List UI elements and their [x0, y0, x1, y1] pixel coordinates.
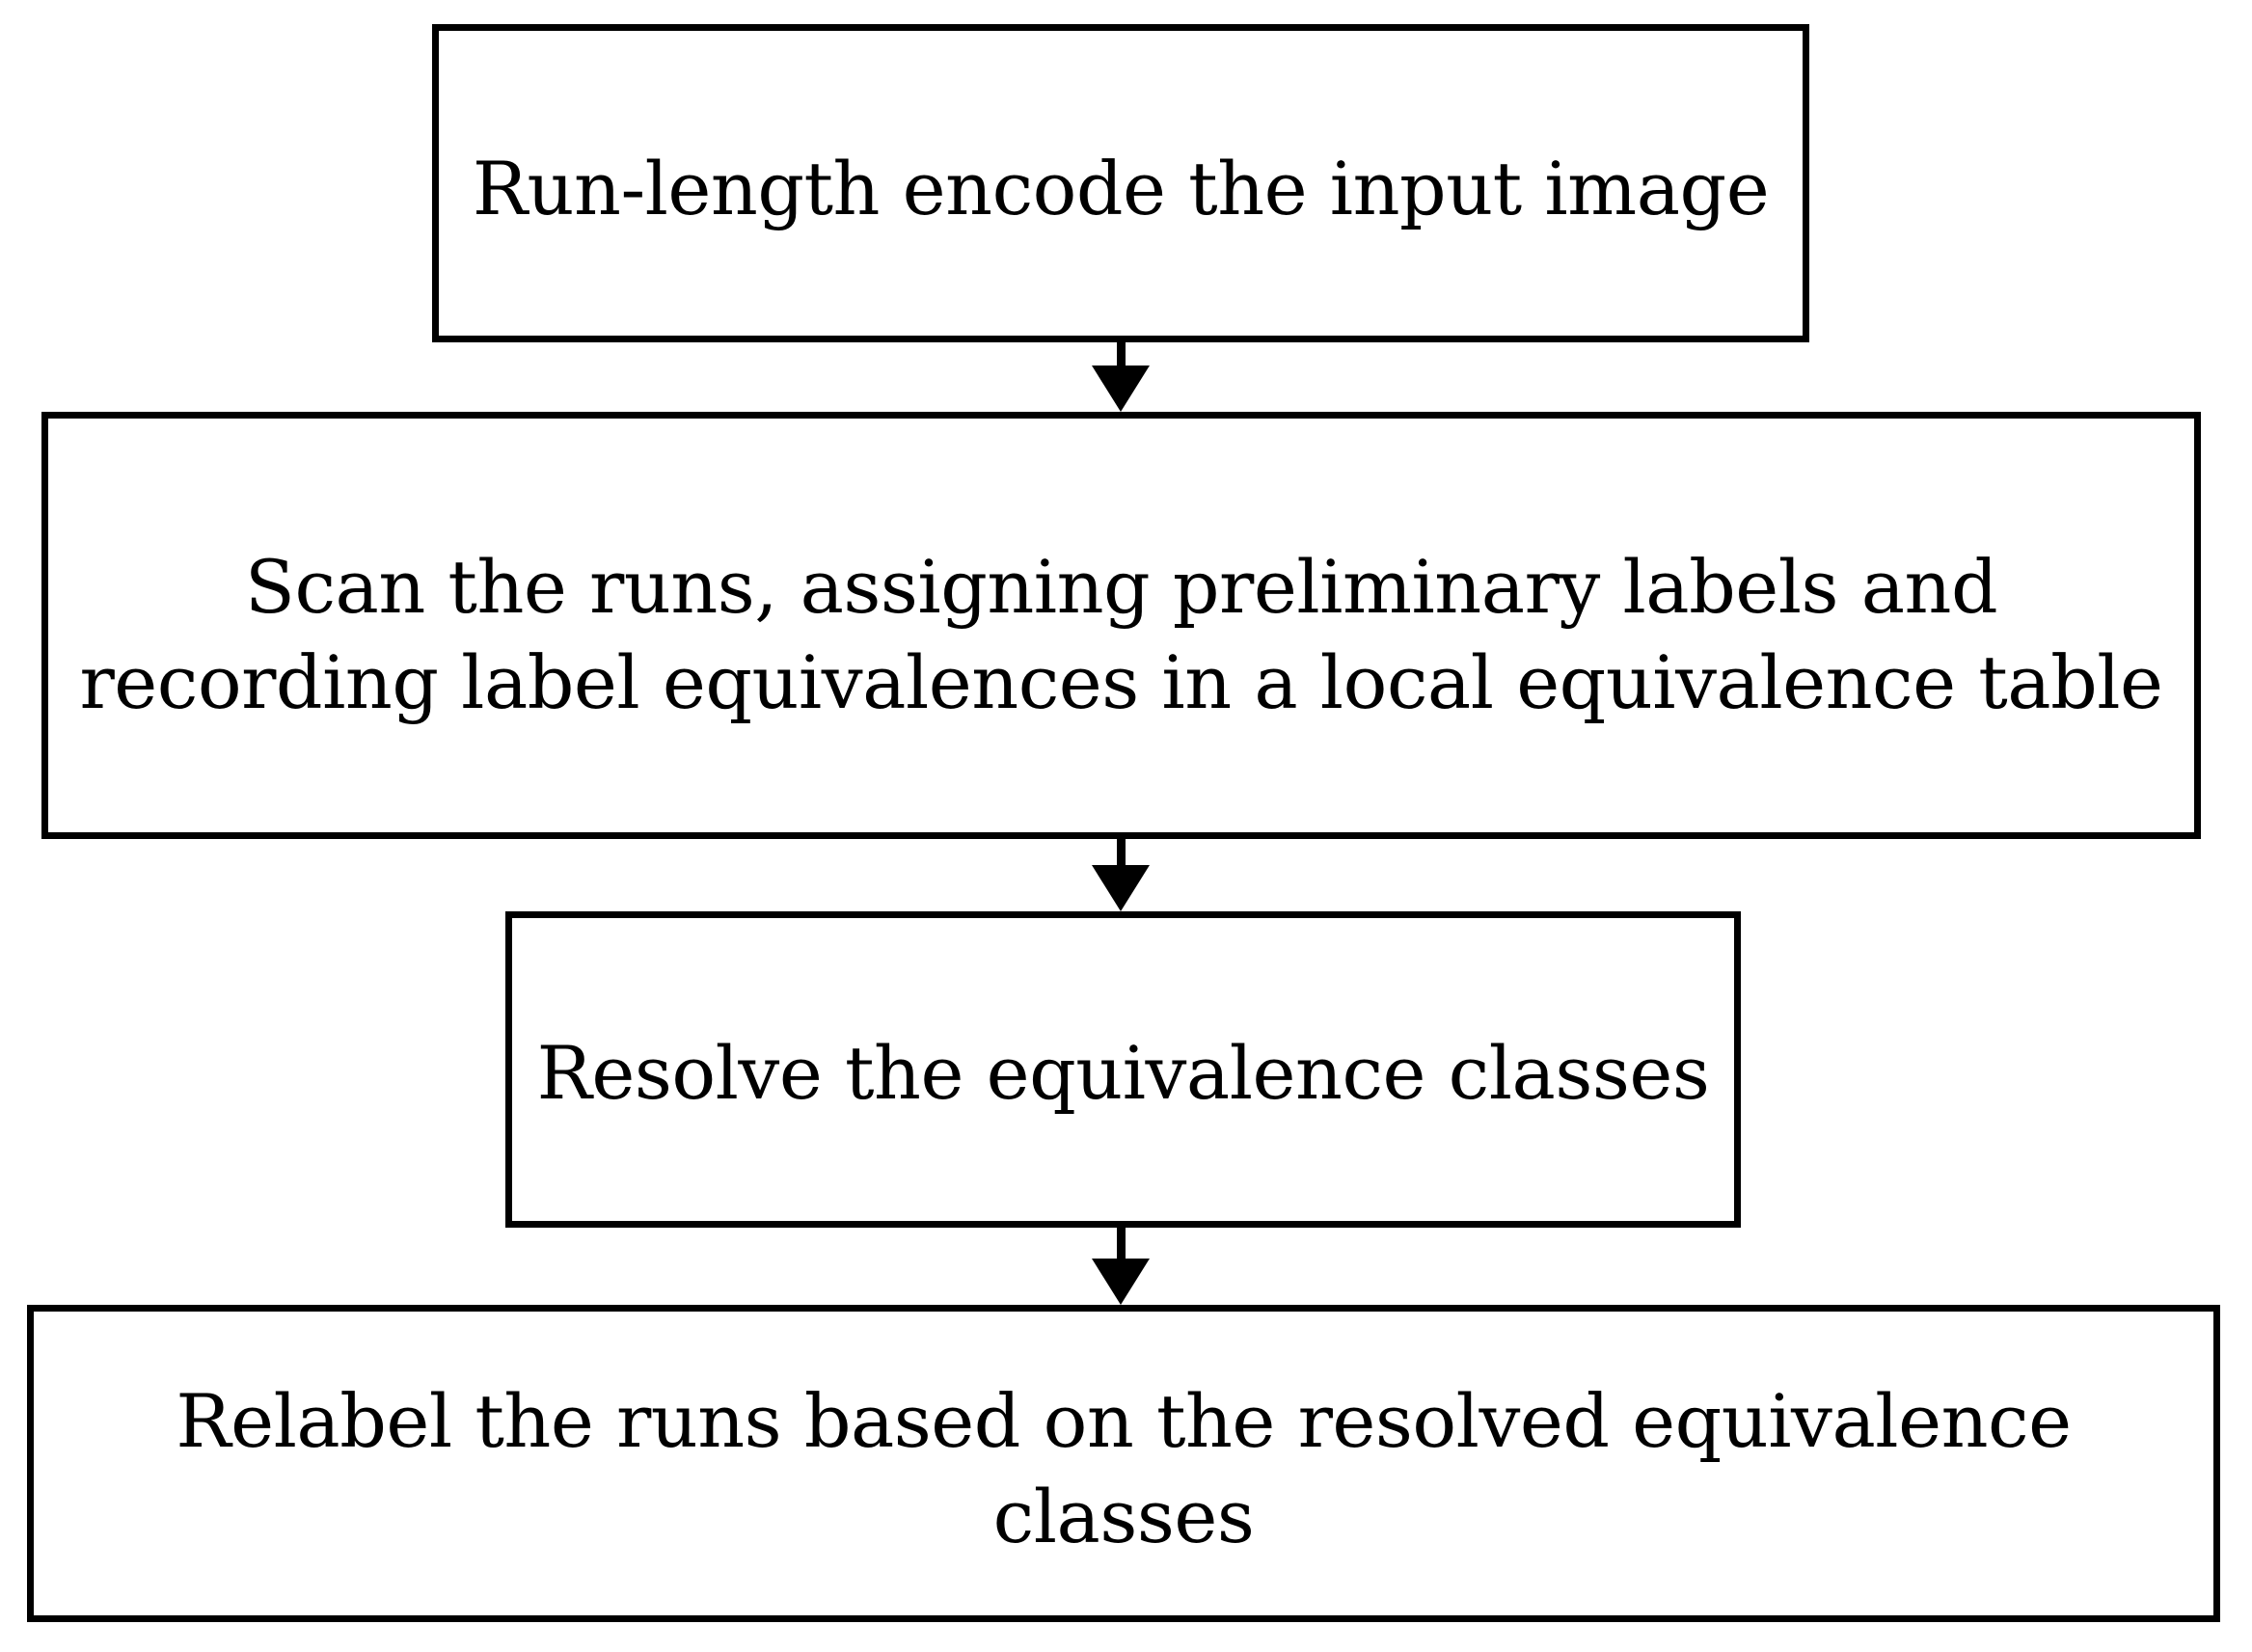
arrow-stem	[1117, 342, 1126, 371]
arrow-head-down-icon	[1092, 366, 1150, 412]
flowchart-node-step-2-label: Scan the runs, assigning preliminary lab…	[79, 543, 2163, 725]
flowchart-node-step-3-label: Resolve the equivalence classes	[536, 1029, 1710, 1116]
flowchart-node-step-1-label: Run-length encode the input image	[472, 145, 1770, 231]
flowchart-node-step-4[interactable]: Relabel the runs based on the resolved e…	[27, 1305, 2220, 1622]
arrow-stem	[1117, 839, 1126, 870]
flowchart-edge-step1-to-step2	[1092, 342, 1150, 412]
arrow-head-down-icon	[1092, 1259, 1150, 1305]
flowchart-node-step-3[interactable]: Resolve the equivalence classes	[505, 911, 1741, 1228]
flowchart-edge-step3-to-step4	[1092, 1228, 1150, 1305]
flowchart-edge-step2-to-step3	[1092, 839, 1150, 911]
arrow-stem	[1117, 1228, 1126, 1262]
arrow-head-down-icon	[1092, 865, 1150, 911]
flowchart-node-step-2[interactable]: Scan the runs, assigning preliminary lab…	[41, 412, 2201, 839]
flowchart-node-step-4-label: Relabel the runs based on the resolved e…	[176, 1377, 2072, 1559]
flowchart-node-step-1[interactable]: Run-length encode the input image	[432, 24, 1809, 342]
